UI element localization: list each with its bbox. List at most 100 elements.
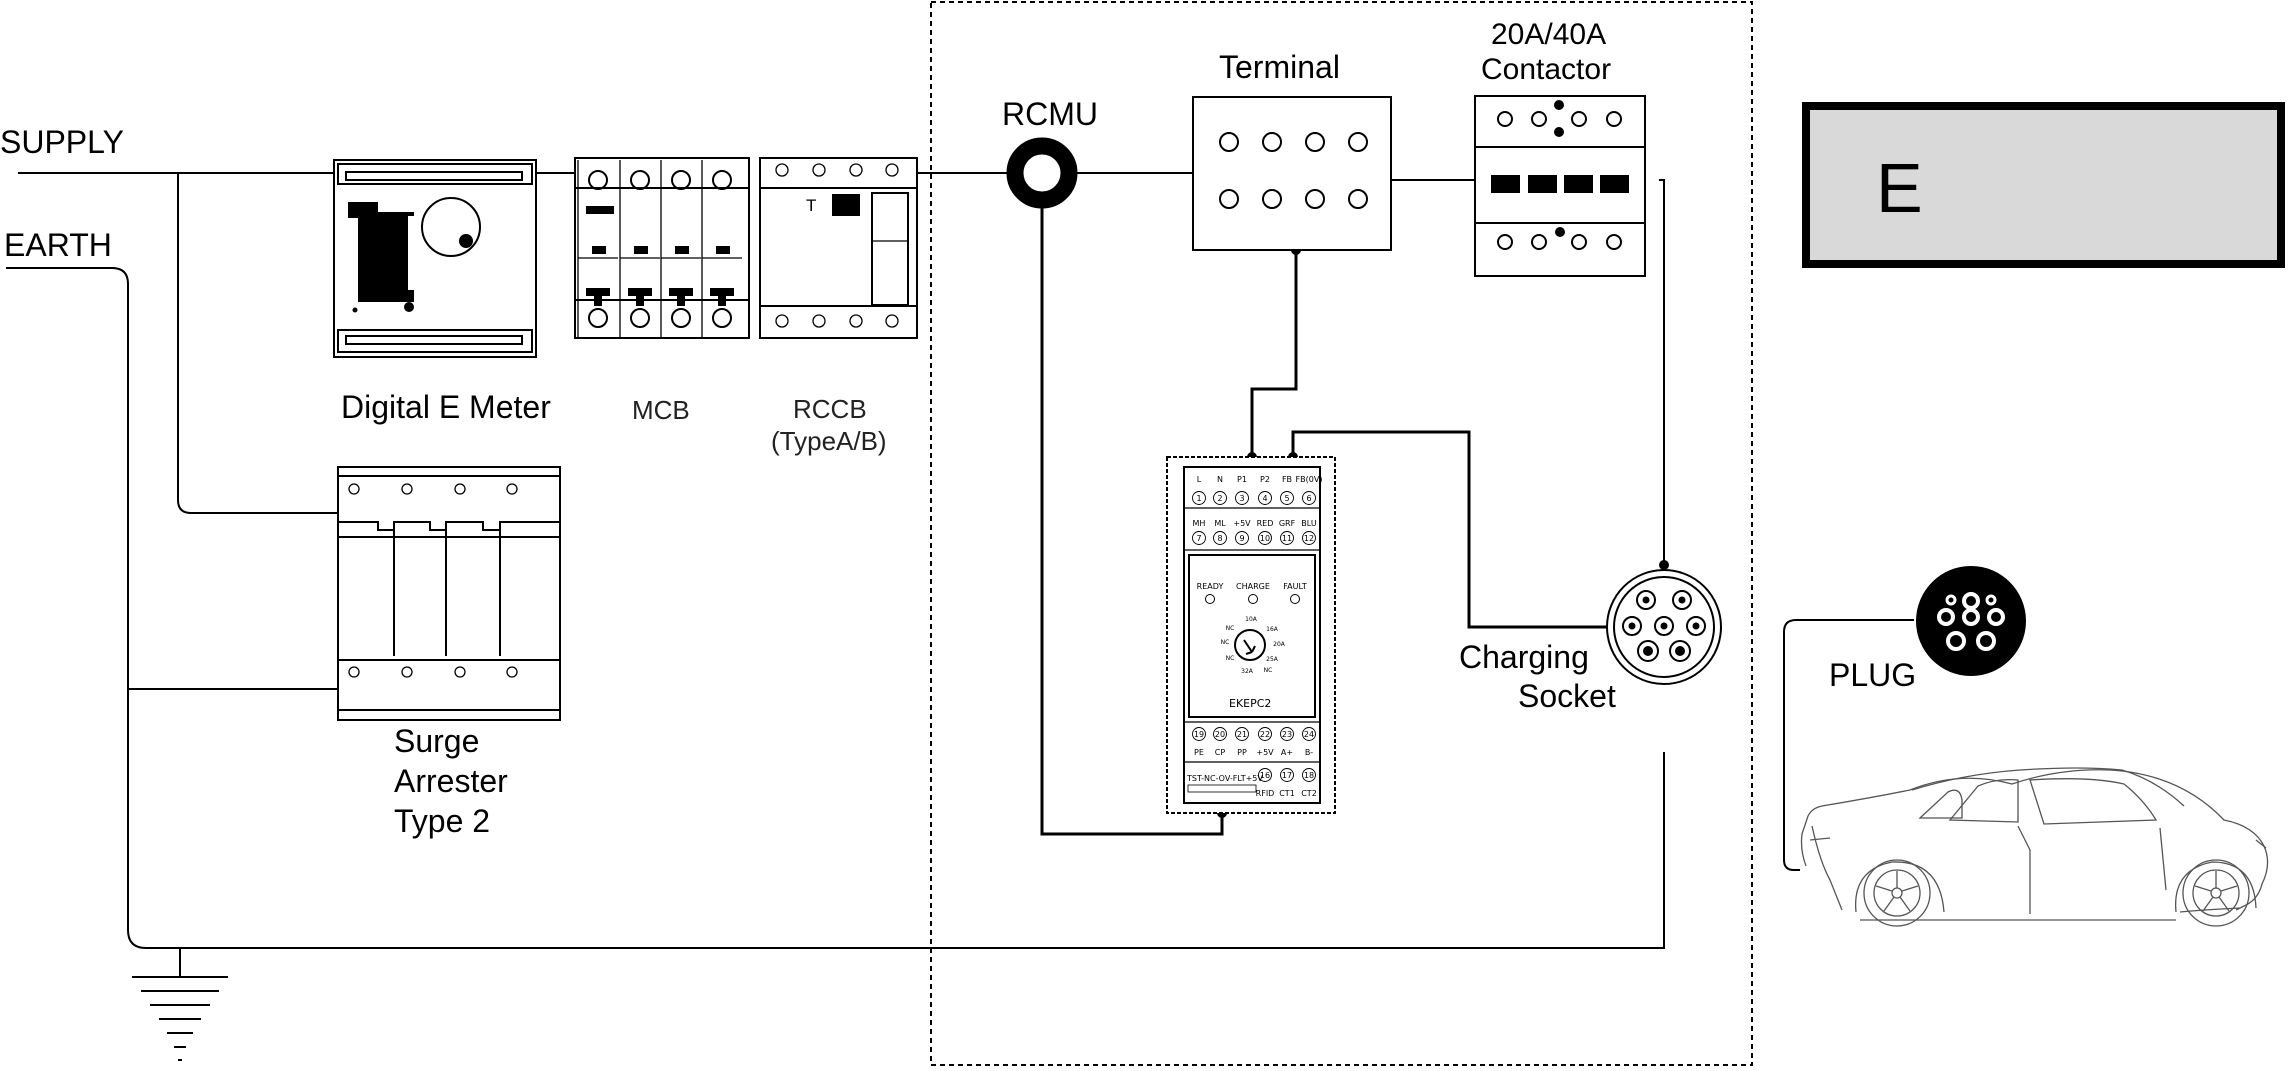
controller-pin-label: BLU	[1301, 519, 1317, 528]
controller-pin-label: 16	[1260, 771, 1270, 780]
digital-e-meter	[333, 159, 537, 358]
controller-pin-label: 24	[1304, 730, 1314, 739]
controller-pin-label: CP	[1215, 748, 1226, 757]
controller-pin-label: 20	[1215, 730, 1225, 739]
controller-pin-label: PE	[1194, 748, 1204, 757]
controller-socket-wire	[1291, 430, 1607, 629]
rccb-label-line2: (TypeA/B)	[771, 426, 887, 456]
rcmu-label: RCMU	[1002, 96, 1098, 132]
status-led	[1248, 594, 1258, 604]
contactor-label-line1: 20A/40A	[1491, 18, 1606, 51]
terminal-label: Terminal	[1219, 49, 1340, 85]
wires	[6, 172, 1914, 1061]
dial-setting-label: 20A	[1273, 641, 1286, 648]
controller-led-label: FAULT	[1283, 582, 1307, 591]
surge-arrester	[337, 466, 561, 721]
dial-setting-label: NC	[1226, 655, 1235, 662]
controller-strip-label: TST-NC-OV-FLT+5V	[1186, 774, 1263, 783]
dial-setting-label: 32A	[1241, 668, 1254, 675]
rcmu-controller-wire	[1040, 203, 1224, 836]
contactor-label-line2: Contactor	[1481, 53, 1611, 86]
meter-label: Digital E Meter	[341, 389, 551, 425]
controller-pin-label: 12	[1304, 534, 1314, 543]
controller-pin-label: 4	[1262, 494, 1267, 503]
surge-label-line3: Type 2	[394, 803, 490, 839]
controller-pin-label: 6	[1306, 494, 1311, 503]
dial-setting-label: 16A	[1266, 626, 1279, 633]
mcb-breaker	[574, 157, 750, 339]
plug-label: PLUG	[1829, 657, 1916, 693]
controller-pin-label: 8	[1217, 534, 1222, 543]
controller-pin-label: 3	[1239, 494, 1244, 503]
controller-pin-label: 21	[1237, 730, 1247, 739]
earth-label: EARTH	[4, 227, 112, 263]
controller-pin-label: N	[1217, 475, 1223, 484]
controller-pin-label: CT2	[1301, 789, 1317, 798]
controller-pin-label: +5V	[1233, 519, 1251, 528]
surge-label-line1: Surge	[394, 723, 479, 759]
controller-pin-label: P1	[1237, 475, 1247, 484]
charging-plug	[1916, 566, 2026, 676]
dial-setting-label: 25A	[1266, 656, 1279, 663]
controller-pin-label: GRF	[1279, 519, 1296, 528]
controller-pin-label: +5V	[1256, 748, 1274, 757]
logo-box: E	[1802, 102, 2285, 268]
controller-pin-label: A+	[1281, 748, 1293, 757]
controller-pin-label: 11	[1282, 534, 1292, 543]
charging-socket	[1606, 569, 1722, 685]
status-led	[1205, 594, 1215, 604]
dial-setting-label: NC	[1221, 639, 1230, 646]
controller-pin-label: 23	[1282, 730, 1292, 739]
socket-label-line1: Charging	[1459, 639, 1589, 675]
controller-pin-label: RED	[1257, 519, 1274, 528]
mcb-label: MCB	[632, 395, 690, 425]
controller-pin-label: B-	[1305, 748, 1313, 757]
controller-pin-label: 10	[1260, 534, 1270, 543]
dial-setting-label: NC	[1264, 667, 1273, 674]
controller-pin-label: 18	[1304, 771, 1314, 780]
controller-pin-label: PP	[1237, 748, 1247, 757]
dial-setting-label: NC	[1226, 625, 1235, 632]
controller-led-label: READY	[1197, 582, 1224, 591]
controller-led-label: CHARGE	[1236, 582, 1270, 591]
controller-pin-label: 9	[1239, 534, 1244, 543]
controller-pin-label: 19	[1194, 730, 1204, 739]
contactor-socket-wire	[1659, 179, 1665, 565]
plug-cable	[1783, 619, 1914, 871]
surge-label-line2: Arrester	[394, 763, 508, 799]
controller-pin-label: L	[1197, 475, 1202, 484]
controller-pin-label: FB(0V)	[1296, 475, 1323, 484]
socket-label-line2: Socket	[1518, 678, 1616, 714]
controller-pin-label: ML	[1214, 519, 1226, 528]
charger-enclosure	[930, 1, 1753, 1066]
rccb-label-line1: RCCB	[793, 394, 867, 424]
terminal-controller-wire	[1250, 250, 1298, 457]
surge-branch-wire	[177, 173, 338, 514]
ground-symbol	[132, 948, 228, 1061]
controller-pin-label: 22	[1260, 730, 1270, 739]
contactor	[1474, 95, 1646, 277]
logo-letter: E	[1876, 149, 1923, 227]
controller-pin-label: MH	[1193, 519, 1206, 528]
controller-pin-label: P2	[1260, 475, 1270, 484]
earth-wire	[6, 267, 1665, 949]
controller-model: EKEPC2	[1229, 697, 1271, 710]
supply-label: SUPPLY	[0, 124, 124, 160]
rccb-breaker: T	[759, 157, 918, 339]
electric-car-illustration	[1800, 767, 2269, 927]
terminal-block	[1192, 96, 1392, 251]
controller-pin-label: RFID	[1256, 789, 1275, 798]
controller-pin-label: 17	[1282, 771, 1292, 780]
controller-pin-label: 2	[1217, 494, 1222, 503]
rccb-test-label: T	[806, 196, 816, 215]
current-dial-knob	[1234, 629, 1266, 661]
controller-pin-label: 7	[1196, 534, 1201, 543]
controller-pin-label: 1	[1196, 494, 1201, 503]
dial-setting-label: 10A	[1245, 616, 1258, 623]
controller-pin-label: 5	[1284, 494, 1289, 503]
controller-pin-label: FB	[1282, 475, 1292, 484]
status-led	[1290, 594, 1300, 604]
rcmu-sensor	[1006, 137, 1078, 209]
